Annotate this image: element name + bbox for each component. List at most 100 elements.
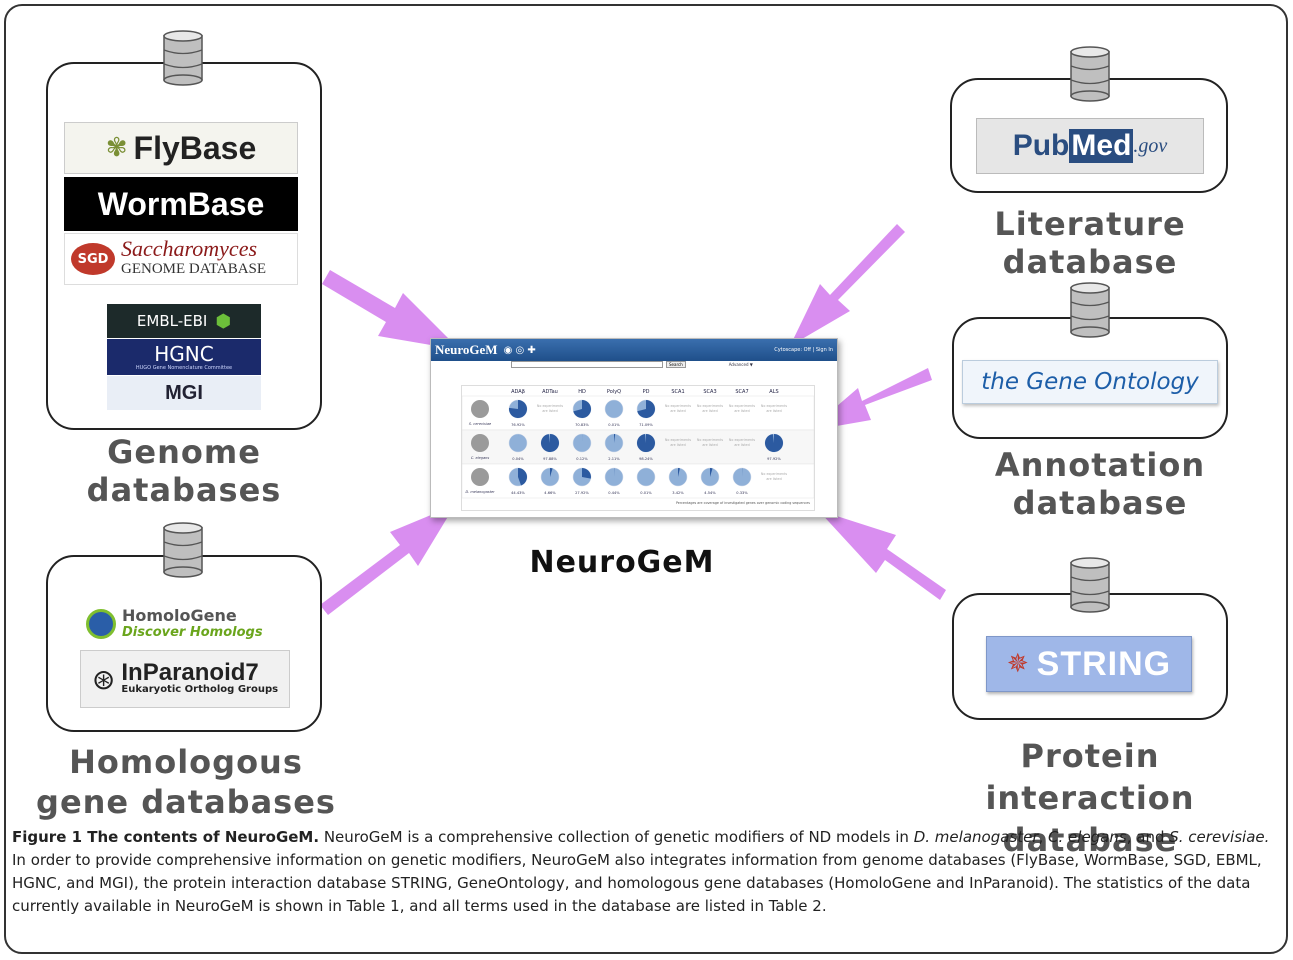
pie-value-label: 0.01% [640,491,652,495]
pie-value-label: 27.92% [575,491,589,495]
pie-value-label: 0.01% [608,423,620,427]
empty-cell-text: are listed [702,443,717,447]
search-input[interactable] [511,361,663,368]
empty-cell-text: are listed [734,409,749,413]
empty-cell-text: No experiments [665,438,691,442]
pie-value-label: 71.09% [639,423,653,427]
pie-slice [765,434,783,452]
species-icon [471,468,489,486]
gene-ontology-logo: the Gene Ontology [962,360,1218,404]
empty-cell-text: No experiments [697,404,723,408]
column-header: SCA7 [735,389,748,395]
empty-cell-text: are listed [670,409,685,413]
pie-value-label: 97.92% [767,457,781,461]
arrow-literature [790,224,905,346]
pie-slice [637,400,655,418]
protein-database-label: Protein interaction database [985,737,1195,859]
empty-cell-text: are listed [734,443,749,447]
species-label: D. melanogaster [465,490,495,494]
coverage-pies: ADAβ ADTau HD PolyQ PD SCA1 SCA3 SCA7 ALS S. cere… [461,389,815,505]
pie-value-label: 0.04% [512,457,524,461]
species-label: S. cerevisiae [469,422,491,426]
column-header: SCA1 [671,389,684,395]
pie-slice [550,468,553,477]
pie-value-label: 97.88% [543,457,557,461]
caption-title: Figure 1 The contents of NeuroGeM. [12,828,320,846]
pie-value-label: 4.66% [544,491,556,495]
network-icon: ⊛ [91,662,116,696]
homologous-databases-label: Homologous gene databases [36,743,336,821]
empty-cell-text: No experiments [697,438,723,442]
empty-cell-text: No experiments [761,472,787,476]
pie-slice [637,434,655,452]
arrow-annotation [808,368,932,431]
empty-cell-text: are listed [542,409,557,413]
column-header: ADTau [542,389,558,395]
embl-ebi-logo: EMBL-EBI ⬢ [107,304,261,338]
column-header: PD [643,389,650,395]
pie-slice [573,400,591,418]
pie-value-label: 44.43% [511,491,525,495]
arrow-protein [818,510,946,600]
wormbase-logo: WormBase [64,177,298,231]
hexagon-icon: ⬢ [215,310,232,332]
flybase-logo: ✾ FlyBase [64,122,298,174]
database-icon [163,30,203,86]
empty-cell-text: No experiments [537,404,563,408]
pie-value-label: 4.54% [704,491,716,495]
pubmed-logo: Pub Med .gov [976,118,1204,174]
literature-database-label: Literature database [994,205,1186,281]
pie-value-label: 3.42% [672,491,684,495]
network-icon: ✵ [1006,649,1029,679]
figure-frame [4,4,1288,954]
empty-cell-text: are listed [670,443,685,447]
column-header: HD [578,389,586,395]
database-icon [1070,282,1110,338]
mgi-logo: MGI [107,376,261,410]
coverage-table: ADAβ ADTau HD PolyQ PD SCA1 SCA3 SCA7 ALS S. cere… [461,385,815,511]
arrow-genome [322,270,460,350]
column-header: PolyQ [607,389,621,395]
arrow-homologous [320,505,455,615]
species-icon [471,434,489,452]
database-icon [1070,46,1110,102]
column-header: SCA3 [703,389,716,395]
database-icon [163,522,203,578]
species-icon [471,400,489,418]
inparanoid-logo: ⊛ InParanoid7 Eukaryotic Ortholog Groups [80,650,290,708]
column-header: ALS [769,389,778,395]
advanced-link[interactable]: Advanced ▼ [728,362,753,367]
fly-icon: ✾ [105,133,128,163]
pie-value-label: 98.24% [639,457,653,461]
species-label: C. elegans [471,456,490,460]
empty-cell-text: are listed [702,409,717,413]
logo-icons: ◉ ◎ ✚ [503,344,536,356]
pie-slice [518,468,527,486]
homologene-icon [86,609,116,639]
pie-value-label: 0.44% [608,491,620,495]
figure-caption: Figure 1 The contents of NeuroGeM. Neuro… [12,828,1270,915]
pie-slice [582,468,591,479]
genome-databases-label: Genome databases [86,433,282,509]
empty-cell-text: are listed [766,409,781,413]
neurogem-title: NeuroGeM [529,545,715,580]
empty-cell-text: No experiments [729,404,755,408]
empty-cell-text: No experiments [665,404,691,408]
pie-value-label: 70.83% [575,423,589,427]
search-button[interactable]: Search [666,361,686,368]
hgnc-logo: HGNC HUGO Gene Nomenclature Committee [107,339,261,375]
column-header: ADAβ [511,389,525,395]
screenshot-header: NeuroGeM ◉ ◎ ✚ Cytoscape: Off | Sign In [431,339,837,361]
empty-cell-text: No experiments [729,438,755,442]
empty-cell-text: are listed [766,477,781,481]
pie-value-label: 0.33% [736,491,748,495]
pie-slice [710,468,713,477]
sgd-logo: SGD Saccharomyces GENOME DATABASE [64,233,298,285]
empty-cell-text: No experiments [761,404,787,408]
pie-slice [509,400,527,418]
database-icon [1070,557,1110,613]
pie-slice [541,434,559,452]
table-footnote: Percentages are coverage of investigated… [676,501,810,505]
pie-value-label: 2.11% [608,457,620,461]
